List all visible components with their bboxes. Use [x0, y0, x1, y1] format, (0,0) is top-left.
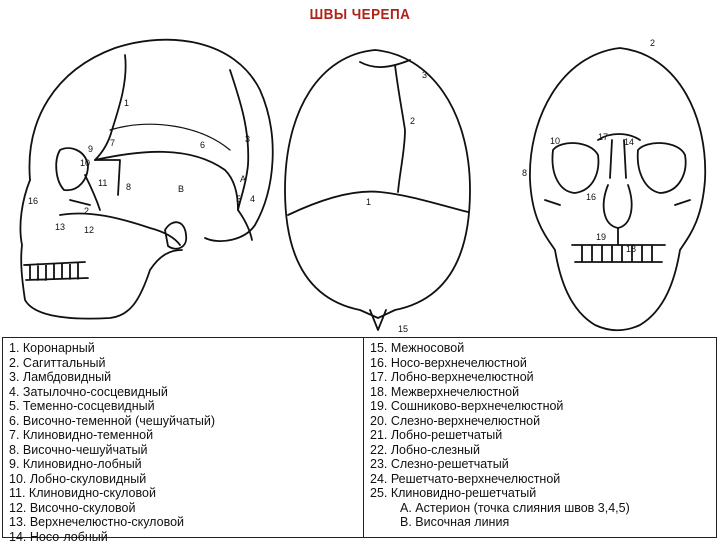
lateral-label: 7: [110, 138, 115, 148]
legend-item: 12. Височно-скуловой: [9, 501, 357, 516]
lateral-label: 13: [55, 222, 65, 232]
lateral-label: 16: [28, 196, 38, 206]
legend-item: 2. Сагиттальный: [9, 356, 357, 371]
front-left-orbit: [552, 143, 598, 193]
lateral-face-outline: [20, 180, 182, 319]
top-vault-outline: [285, 50, 470, 318]
lateral-zygomatic-arch: [60, 213, 180, 245]
legend-item: 7. Клиновидно-теменной: [9, 428, 357, 443]
top-coronal-suture: [288, 192, 468, 215]
lateral-label: 3: [245, 134, 250, 144]
front-teeth: [572, 245, 665, 262]
front-label: 10: [550, 136, 560, 146]
legend-item: 24. Решетчато-верхнечелюстной: [370, 472, 710, 487]
legend-item: 6. Височно-теменной (чешуйчатый): [9, 414, 357, 429]
lateral-label: 10: [80, 158, 90, 168]
top-label: 15: [398, 324, 408, 334]
legend-item: 18. Межверхнечелюстной: [370, 385, 710, 400]
lateral-vault-outline: [29, 40, 272, 241]
legend-item: 8. Височно-чешуйчатый: [9, 443, 357, 458]
top-skull-view: [285, 50, 470, 330]
top-sagittal-suture: [395, 65, 405, 192]
front-label: 8: [522, 168, 527, 178]
front-vault-outline: [530, 48, 705, 330]
front-label: 2: [650, 38, 655, 48]
legend-item: 5. Теменно-сосцевидный: [9, 399, 357, 414]
legend-note: В. Височная линия: [370, 515, 710, 530]
top-nasal-bones: [370, 310, 386, 330]
legend-item: 17. Лобно-верхнечелюстной: [370, 370, 710, 385]
front-zygomatic-sutures: [545, 200, 690, 205]
legend-item: 14. Носо-лобный: [9, 530, 357, 544]
legend-item: 20. Слезно-верхнечелюстной: [370, 414, 710, 429]
temporal-line: [110, 124, 230, 150]
lateral-label: 9: [88, 144, 93, 154]
top-label: 1: [366, 197, 371, 207]
lateral-label: 11: [98, 178, 107, 188]
legend-item: 25. Клиновидно-решетчатый: [370, 486, 710, 501]
legend-item: 1. Коронарный: [9, 341, 357, 356]
lateral-label: 6: [200, 140, 205, 150]
legend-note: А. Астерион (точка слияния швов 3,4,5): [370, 501, 710, 516]
top-label: 2: [410, 116, 415, 126]
legend-item: 16. Носо-верхнечелюстной: [370, 356, 710, 371]
front-skull-view: [530, 48, 705, 330]
legend-item: 22. Лобно-слезный: [370, 443, 710, 458]
lateral-label: А: [240, 174, 246, 184]
legend-item: 19. Сошниково-верхнечелюстной: [370, 399, 710, 414]
legend-right-column: 15. Межносовой 16. Носо-верхнечелюстной …: [364, 338, 716, 537]
skull-sutures-figure: 1 9 7 6 3 10 11 8 В А 5 4 16 13 12 2 1 2…: [0, 0, 720, 338]
front-label: 14: [624, 137, 634, 147]
legend-item: 11. Клиновидно-скуловой: [9, 486, 357, 501]
legend-item: 13. Верхнечелюстно-скуловой: [9, 515, 357, 530]
lateral-label: 5: [236, 194, 241, 204]
lateral-label: 2: [84, 206, 89, 216]
lateral-teeth: [24, 262, 88, 280]
front-nasal-aperture: [604, 185, 632, 228]
legend-item: 23. Слезно-решетчатый: [370, 457, 710, 472]
legend-item: 15. Межносовой: [370, 341, 710, 356]
front-label: 19: [596, 232, 606, 242]
legend-item: 3. Ламбдовидный: [9, 370, 357, 385]
legend-left-column: 1. Коронарный 2. Сагиттальный 3. Ламбдов…: [3, 338, 364, 537]
suture-legend: 1. Коронарный 2. Сагиттальный 3. Ламбдов…: [2, 337, 717, 538]
front-label: 18: [626, 244, 636, 254]
lateral-label: 4: [250, 194, 255, 204]
legend-item: 21. Лобно-решетчатый: [370, 428, 710, 443]
lateral-skull-view: [20, 40, 272, 319]
lateral-label: 8: [126, 182, 131, 192]
lateral-label: 12: [84, 225, 94, 235]
lateral-label: В: [178, 184, 184, 194]
legend-item: 10. Лобно-скуловидный: [9, 472, 357, 487]
top-label: 3: [422, 70, 427, 80]
lateral-label: 1: [124, 98, 129, 108]
top-lambdoid-suture: [360, 60, 410, 67]
legend-item: 9. Клиновидно-лобный: [9, 457, 357, 472]
front-label: 17: [598, 132, 608, 142]
lateral-orbit: [56, 148, 88, 190]
legend-item: 4. Затылочно-сосцевидный: [9, 385, 357, 400]
front-label: 16: [586, 192, 596, 202]
front-right-orbit: [638, 143, 686, 193]
